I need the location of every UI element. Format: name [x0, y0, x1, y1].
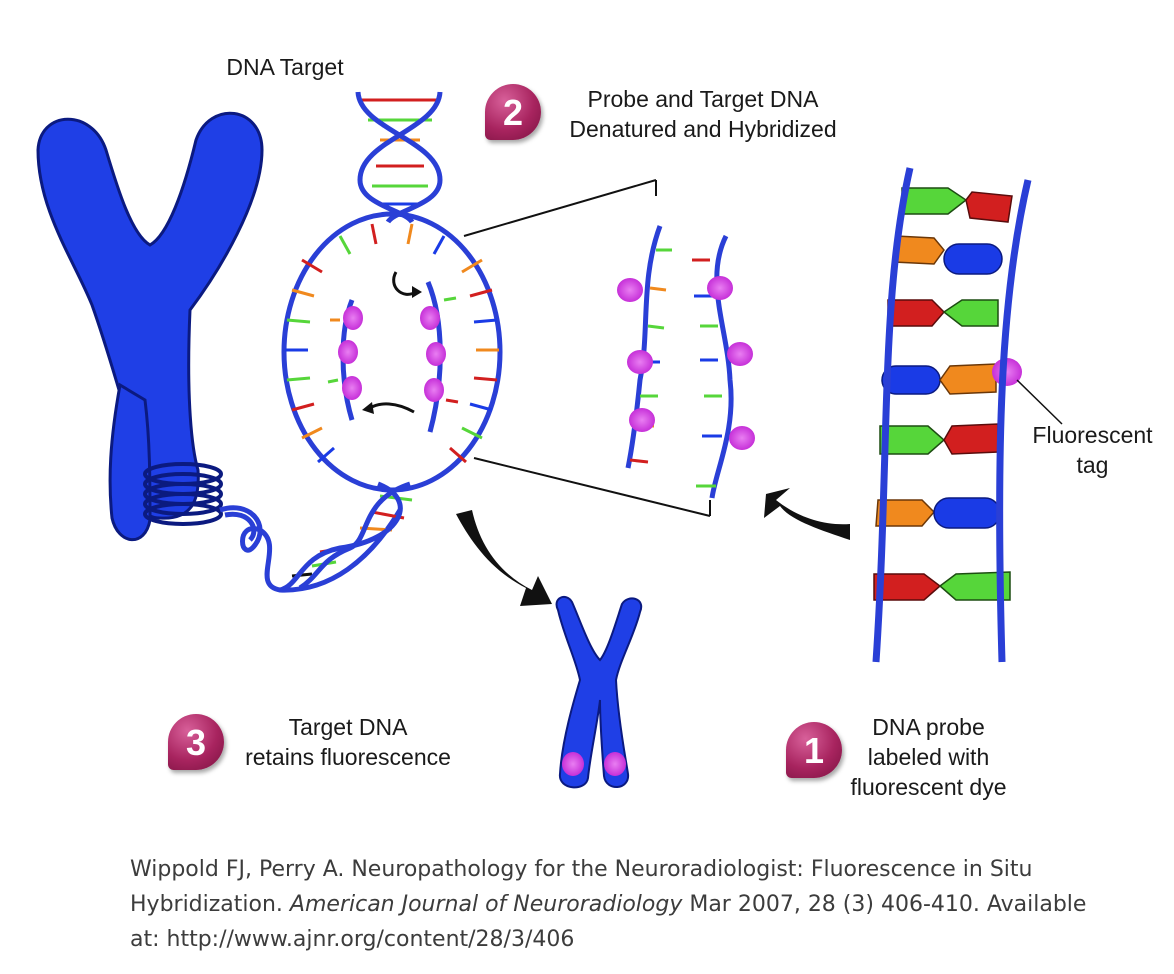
coiled-dna: [143, 462, 403, 593]
denatured-bubble: [281, 211, 503, 493]
step-2-badge: 2: [485, 84, 541, 140]
caption-journal: American Journal of Neuroradiology: [289, 892, 683, 917]
step-2-line-2: Denatured and Hybridized: [569, 116, 837, 142]
arrow-hybrid-to-result: [456, 510, 552, 606]
bottom-helix: [279, 481, 413, 593]
caption-details: Mar 2007, 28 (3) 406-410. Available at: …: [130, 892, 1087, 952]
fluorescent-tag-line-1: Fluorescent: [1032, 422, 1153, 448]
fluorescent-spot: [604, 752, 626, 776]
figure-caption: Wippold FJ, Perry A. Neuropathology for …: [130, 852, 1120, 957]
step-3-line-2: retains fluorescence: [245, 744, 451, 770]
fluorescent-spot: [562, 752, 584, 776]
dna-probe-ladder: [872, 167, 1063, 663]
dna-target-label: DNA Target: [226, 54, 344, 80]
large-chromosome: [36, 111, 264, 542]
step-1-line-3: fluorescent dye: [850, 774, 1007, 800]
step-3-label: Target DNA retains fluorescence: [228, 712, 468, 772]
zoom-lines: [463, 179, 711, 517]
top-helix: [355, 91, 443, 224]
fluorescent-tag-pointer: [1016, 379, 1063, 425]
zoomed-strands: [617, 225, 755, 499]
step-2-label: Probe and Target DNA Denatured and Hybri…: [548, 84, 858, 144]
fish-diagram: [36, 91, 1063, 789]
arrow-probe-to-hybrid: [764, 488, 850, 540]
caption-citation: Wippold FJ, Perry A. Neuropathology for …: [130, 857, 1033, 917]
small-chromosome: [555, 595, 643, 789]
step-3-badge: 3: [168, 714, 224, 770]
step-1-badge: 1: [786, 722, 842, 778]
fluorescent-tag-line-2: tag: [1076, 452, 1109, 478]
probe-base-pairs: [873, 187, 1022, 601]
step-3-line-1: Target DNA: [288, 714, 408, 740]
step-1-line-1: DNA probe: [872, 714, 985, 740]
step-1-line-2: labeled with: [867, 744, 990, 770]
step-2-line-1: Probe and Target DNA: [587, 86, 819, 112]
fluorescent-tag-label: Fluorescent tag: [1020, 420, 1165, 480]
step-1-label: DNA probe labeled with fluorescent dye: [836, 712, 1021, 802]
